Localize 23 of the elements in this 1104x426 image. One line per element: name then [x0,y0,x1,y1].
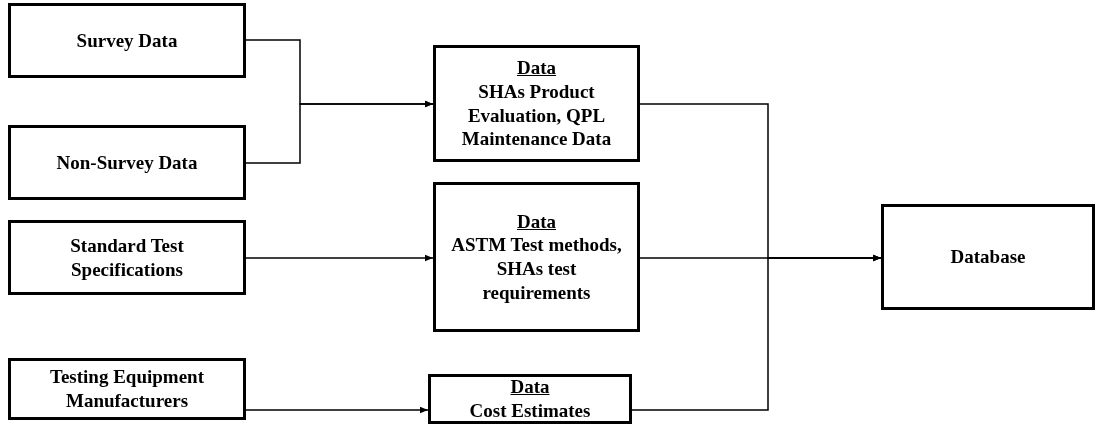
arrow [245,100,434,164]
data-box [428,374,632,424]
process-box [8,358,246,420]
box-text: Non-Survey Data [56,150,198,175]
arrow [245,254,434,262]
process-box [8,125,246,200]
data-box [433,45,640,162]
box-heading: Data [516,209,557,234]
box-text: Cost Estimates [469,399,591,423]
arrow [631,254,882,411]
arrow [245,406,429,414]
data-box [433,182,640,332]
process-box [8,220,246,295]
box-text: Survey Data [76,28,178,53]
box-text: Standard Test Specifications [69,233,185,282]
process-box [881,204,1095,310]
box-text: Database [950,245,1026,269]
box-heading: Data [510,375,550,399]
process-box [8,3,246,78]
box-text: SHAs Product Evaluation, QPL Maintenance Data [460,79,613,151]
box-text: ASTM Test methods, SHAs test requirements [450,233,623,305]
box-text: Testing Equipment Manufacturers [49,365,205,413]
box-heading: Data [516,56,557,80]
